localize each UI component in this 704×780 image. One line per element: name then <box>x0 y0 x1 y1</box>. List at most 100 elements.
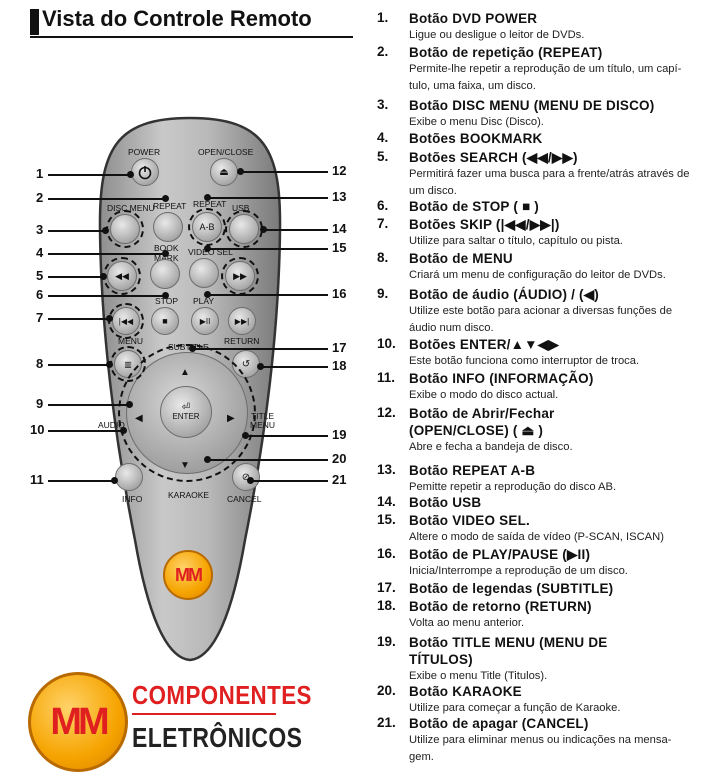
item-description: um disco. <box>409 184 457 197</box>
item-title: Botão de áudio (ÁUDIO) / (◀) <box>409 287 599 302</box>
item-number: 12. <box>377 405 396 420</box>
item-number: 19. <box>377 634 396 649</box>
return-icon: ↺ <box>241 358 251 370</box>
cancel-label: CANCEL <box>227 494 262 504</box>
item-description: Utilize para começar a função de Karaoke… <box>409 702 621 714</box>
item-title: Botão USB <box>409 495 482 510</box>
title-bar <box>30 9 39 35</box>
item-description: Este botão funciona como interruptor de … <box>409 355 640 367</box>
open-close-button[interactable]: ⏏ <box>210 158 238 186</box>
repeat-button[interactable] <box>153 212 183 242</box>
skip-back-ring <box>108 303 144 339</box>
title-rule <box>30 36 353 38</box>
item-title: Botões BOOKMARK <box>409 131 543 146</box>
item-description: Pemitte repetir a reprodução do disco AB… <box>409 481 617 493</box>
item-title-cont: (OPEN/CLOSE) ( ⏏ ) <box>409 423 544 438</box>
skip-forward-button[interactable]: ▶▶| <box>228 307 256 335</box>
item-description: gem. <box>409 750 434 763</box>
search-forward-ring <box>221 257 259 295</box>
leader-9 <box>48 401 133 408</box>
eject-icon: ⏏ <box>219 166 229 178</box>
repeat-label: REPEAT <box>153 201 187 211</box>
play-pause-button[interactable]: ▶II <box>191 307 219 335</box>
item-description: Ligue ou desligue o leitor de DVDs. <box>409 29 585 41</box>
item-number: 9. <box>377 286 389 301</box>
item-description: Exibe o menu Title (Titulos). <box>409 670 548 682</box>
dpad-ring <box>118 344 256 482</box>
leader-12 <box>237 168 328 175</box>
item-title: Botão DISC MENU (MENU DE DISCO) <box>409 98 655 113</box>
leader-2 <box>48 195 169 202</box>
leader-17 <box>189 345 328 352</box>
callout-2: 2 <box>36 190 44 205</box>
item-title: Botão INFO (INFORMAÇÃO) <box>409 371 594 386</box>
usb-label: USB <box>232 203 250 213</box>
item-number: 5. <box>377 149 389 164</box>
item-title: Botões SKIP (|◀◀/▶▶|) <box>409 217 560 232</box>
menu-label: MENU <box>118 336 144 346</box>
item-number: 11. <box>377 370 396 385</box>
leader-11 <box>48 477 118 484</box>
callout-5: 5 <box>36 268 44 283</box>
item-title: Botão de repetição (REPEAT) <box>409 45 603 60</box>
item-title: Botão de apagar (CANCEL) <box>409 716 589 731</box>
title-menu-label: TITLE MENU <box>250 412 275 430</box>
callout-3: 3 <box>36 222 44 237</box>
leader-6 <box>48 292 169 299</box>
repeat-ab-top-label: REPEAT <box>193 199 227 209</box>
callout-16: 16 <box>332 286 347 301</box>
cancel-button[interactable]: ⊘ <box>232 463 260 491</box>
leader-20 <box>204 456 328 463</box>
callout-21: 21 <box>332 472 347 487</box>
leader-5 <box>48 273 107 280</box>
book-label: BOOK <box>154 243 179 253</box>
leader-19 <box>242 432 328 439</box>
callout-10: 10 <box>30 422 45 437</box>
item-description: Permite-lhe repetir a reprodução de um t… <box>409 63 682 75</box>
callout-8: 8 <box>36 356 44 371</box>
callout-18: 18 <box>332 358 347 373</box>
brand-logo: MM <box>28 672 128 772</box>
power-button[interactable] <box>131 158 159 186</box>
remote-logo: MM <box>163 550 213 600</box>
item-description: Exibe o menu Disc (Disco). <box>409 116 544 128</box>
leader-1 <box>48 171 134 178</box>
video-sel-button[interactable] <box>189 258 219 288</box>
video-sel-label: VIDEO SEL <box>188 247 233 257</box>
item-description: áudio num disco. <box>409 321 494 334</box>
bookmark-label: BOOK MARK <box>154 243 179 263</box>
return-label: RETURN <box>224 336 260 346</box>
stop-label: STOP <box>155 296 178 306</box>
stop-button[interactable]: ■ <box>151 307 179 335</box>
bookmark-button[interactable] <box>150 259 180 289</box>
play-label: PLAY <box>193 296 215 306</box>
disc-menu-label: DISC MENU <box>107 203 155 213</box>
item-title: Botão KARAOKE <box>409 684 522 699</box>
mark-label: MARK <box>154 253 179 263</box>
leader-15 <box>204 245 328 252</box>
leader-14 <box>260 226 328 233</box>
repeat-ab-ring <box>188 208 226 246</box>
callout-11: 11 <box>30 472 44 487</box>
leader-4 <box>48 250 169 257</box>
play-pause-icon: ▶II <box>199 316 211 326</box>
item-description: Exibe o modo do disco actual. <box>409 389 559 401</box>
item-description: Altere o modo de saída de vídeo (P-SCAN,… <box>409 531 664 543</box>
leader-18 <box>257 363 328 370</box>
item-title: Botão TITLE MENU (MENU DE <box>409 635 608 650</box>
page-title: Vista do Controle Remoto <box>42 6 312 31</box>
brand-line1: COMPONENTES <box>132 680 312 710</box>
leader-16 <box>204 291 328 298</box>
usb-ring <box>225 210 263 248</box>
leader-3 <box>48 227 109 234</box>
title-menu-label-2: MENU <box>250 420 276 430</box>
item-title: Botão de Abrir/Fechar <box>409 406 555 421</box>
info-label: INFO <box>122 494 143 504</box>
title-label: TITLE <box>250 411 275 421</box>
item-description: Utilize para saltar o título, capítulo o… <box>409 235 623 247</box>
leader-13 <box>204 194 328 201</box>
item-description: Volta ao menu anterior. <box>409 617 525 629</box>
karaoke-label: KARAOKE <box>168 490 210 500</box>
info-button[interactable] <box>115 463 143 491</box>
open-close-label: OPEN/CLOSE <box>198 147 254 157</box>
